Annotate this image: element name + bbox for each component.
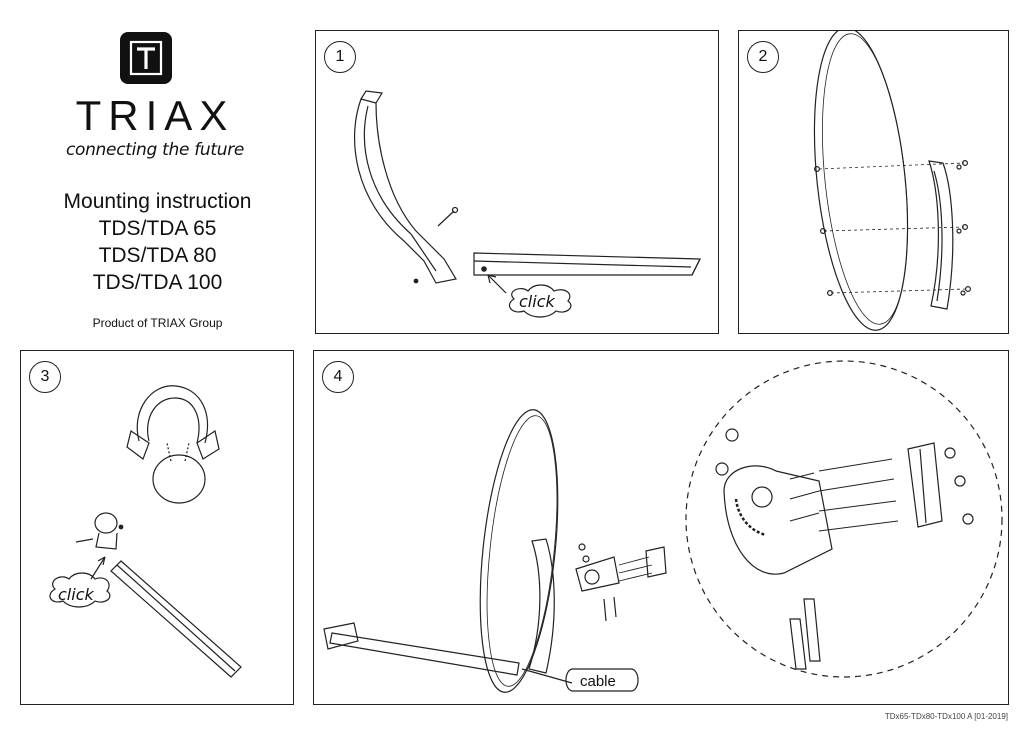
title-line: TDS/TDA 80 <box>98 244 217 267</box>
title-line: TDS/TDA 65 <box>98 217 217 240</box>
step-panel-2: 2 <box>738 30 1009 334</box>
brand-tagline: connecting the future <box>65 140 245 160</box>
click-label: click <box>58 585 94 604</box>
document-code: TDx65-TDx80-TDx100 A [01-2019] <box>884 712 1008 721</box>
dish-assembly-illustration: cable <box>323 360 1003 693</box>
title-line: TDS/TDA 100 <box>92 271 223 294</box>
title-line: Mounting instruction <box>63 190 252 213</box>
step-number: 4 <box>322 361 354 393</box>
click-label: click <box>519 292 555 311</box>
lnb-holder-illustration: click <box>49 385 242 678</box>
dish-bracket-illustration <box>813 31 972 331</box>
triax-logo <box>120 32 172 84</box>
bracket-arm-illustration: click <box>354 90 701 318</box>
step-number: 2 <box>747 41 779 73</box>
step-number: 1 <box>324 41 356 73</box>
document-titles: Mounting instruction TDS/TDA 65 TDS/TDA … <box>30 188 285 296</box>
brand-name: TRIAX <box>75 92 235 139</box>
step-number: 3 <box>29 361 61 393</box>
cable-label: cable <box>580 673 616 690</box>
step-panel-1: 1 click <box>315 30 719 334</box>
step-panel-4: 4 <box>313 350 1009 705</box>
logo-t-icon <box>129 40 163 76</box>
step-panel-3: 3 click <box>20 350 294 705</box>
product-of: Product of TRIAX Group <box>92 316 223 330</box>
